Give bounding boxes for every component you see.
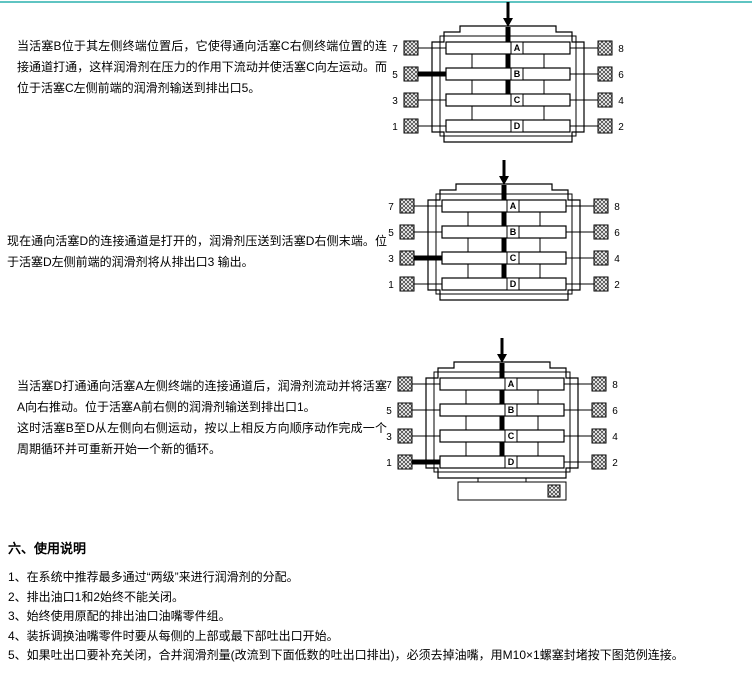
paragraph-2: 现在通向活塞D的连接通道是打开的，润滑剂压送到活塞D右侧末端。位于活塞D左侧前端… bbox=[7, 234, 387, 269]
distributor-diagram-3: A B C D 7 5 3 1 bbox=[382, 336, 622, 521]
port-label-2: 2 bbox=[614, 280, 620, 291]
port-label-6: 6 bbox=[618, 70, 624, 81]
paragraph-1: 当活塞B位于其左侧终端位置后，它使得通向活塞C右侧终端位置的连接通道打通，这样润… bbox=[17, 39, 387, 95]
piston-label-c: C bbox=[508, 431, 515, 441]
right-ports: 8 6 4 2 bbox=[570, 40, 624, 134]
port-label-6: 6 bbox=[612, 406, 618, 417]
port-label-2: 2 bbox=[612, 458, 618, 469]
paragraph-3-line-2: 这时活塞B至D从左侧向右侧运动，按以上相反方向顺序动作完成一个周期循环并可重新开… bbox=[17, 421, 387, 456]
section-heading: 六、使用说明 bbox=[8, 541, 87, 556]
port-label-5: 5 bbox=[392, 70, 398, 81]
port-label-8: 8 bbox=[612, 380, 618, 391]
piston-label-d: D bbox=[510, 279, 517, 289]
piston-label-d: D bbox=[508, 457, 515, 467]
port-label-2: 2 bbox=[618, 122, 624, 133]
port-label-1: 1 bbox=[386, 458, 392, 469]
instruction-item-5: 5、如果吐出口要补充关闭，合并润滑剂量(改流到下面低数的吐出口排出)，必须去掉油… bbox=[8, 648, 684, 662]
port-label-3: 3 bbox=[388, 254, 394, 265]
distributor-diagram-2-svg: A B C D 7 5 3 1 bbox=[388, 160, 620, 301]
instruction-item-1: 1、在系统中推荐最多通过“两级”来进行润滑剂的分配。 bbox=[8, 570, 299, 584]
left-ports: 7 5 3 1 bbox=[388, 198, 442, 292]
piston-label-b: B bbox=[514, 69, 521, 79]
port-label-5: 5 bbox=[386, 406, 392, 417]
paragraph-3: 当活塞D打通通向活塞A左侧终端的连接通道后，润滑剂流动并将活塞A向右推动。位于活… bbox=[17, 376, 387, 460]
piston-label-c: C bbox=[510, 253, 517, 263]
distributor-diagram-1: A B C D 7 5 3 1 bbox=[388, 0, 628, 165]
instruction-item-2: 2、排出油口1和2始终不能关闭。 bbox=[8, 589, 185, 604]
distributor-diagram-1-svg: A B C D 7 5 3 1 bbox=[392, 2, 624, 143]
distributor-diagram-2: A B C D 7 5 3 1 bbox=[384, 158, 624, 323]
piston-label-d: D bbox=[514, 121, 521, 131]
port-label-7: 7 bbox=[386, 380, 392, 391]
port-label-4: 4 bbox=[614, 254, 620, 265]
piston-label-c: C bbox=[514, 95, 521, 105]
piston-label-a: A bbox=[514, 43, 521, 53]
instruction-item-3: 3、始终使用原配的排出油口油嘴零件组。 bbox=[8, 609, 231, 623]
inlet-arrow-icon bbox=[503, 2, 513, 27]
right-ports: 8 6 4 2 bbox=[564, 376, 618, 470]
port-label-1: 1 bbox=[392, 122, 398, 133]
port-label-3: 3 bbox=[392, 96, 398, 107]
port-label-1: 1 bbox=[388, 280, 394, 291]
instruction-item-4: 4、装拆调换油嘴零件时要从每侧的上部或最下部吐出口开始。 bbox=[8, 628, 339, 643]
port-label-3: 3 bbox=[386, 432, 392, 443]
port-label-7: 7 bbox=[388, 202, 394, 213]
piston-label-b: B bbox=[508, 405, 515, 415]
left-ports: 7 5 3 1 bbox=[392, 40, 446, 134]
usage-instructions-section: 六、使用说明 1、在系统中推荐最多通过“两级”来进行润滑剂的分配。 2、排出油口… bbox=[8, 538, 748, 666]
right-ports: 8 6 4 2 bbox=[566, 198, 620, 292]
left-ports: 7 5 3 1 bbox=[386, 376, 440, 470]
inlet-arrow-icon bbox=[499, 160, 509, 185]
port-label-6: 6 bbox=[614, 228, 620, 239]
port-label-4: 4 bbox=[612, 432, 618, 443]
paragraph-3-line-1: 当活塞D打通通向活塞A左侧终端的连接通道后，润滑剂流动并将活塞A向右推动。位于活… bbox=[17, 379, 387, 414]
page-top-border bbox=[0, 1, 752, 3]
port-label-4: 4 bbox=[618, 96, 624, 107]
port-label-8: 8 bbox=[618, 44, 624, 55]
piston-label-b: B bbox=[510, 227, 517, 237]
piston-label-a: A bbox=[510, 201, 517, 211]
piston-label-a: A bbox=[508, 379, 515, 389]
inlet-arrow-icon bbox=[497, 338, 507, 363]
distributor-diagram-3-svg: A B C D 7 5 3 1 bbox=[386, 338, 618, 501]
port-label-8: 8 bbox=[614, 202, 620, 213]
block-outline bbox=[425, 361, 579, 501]
port-label-7: 7 bbox=[392, 44, 398, 55]
port-label-5: 5 bbox=[388, 228, 394, 239]
